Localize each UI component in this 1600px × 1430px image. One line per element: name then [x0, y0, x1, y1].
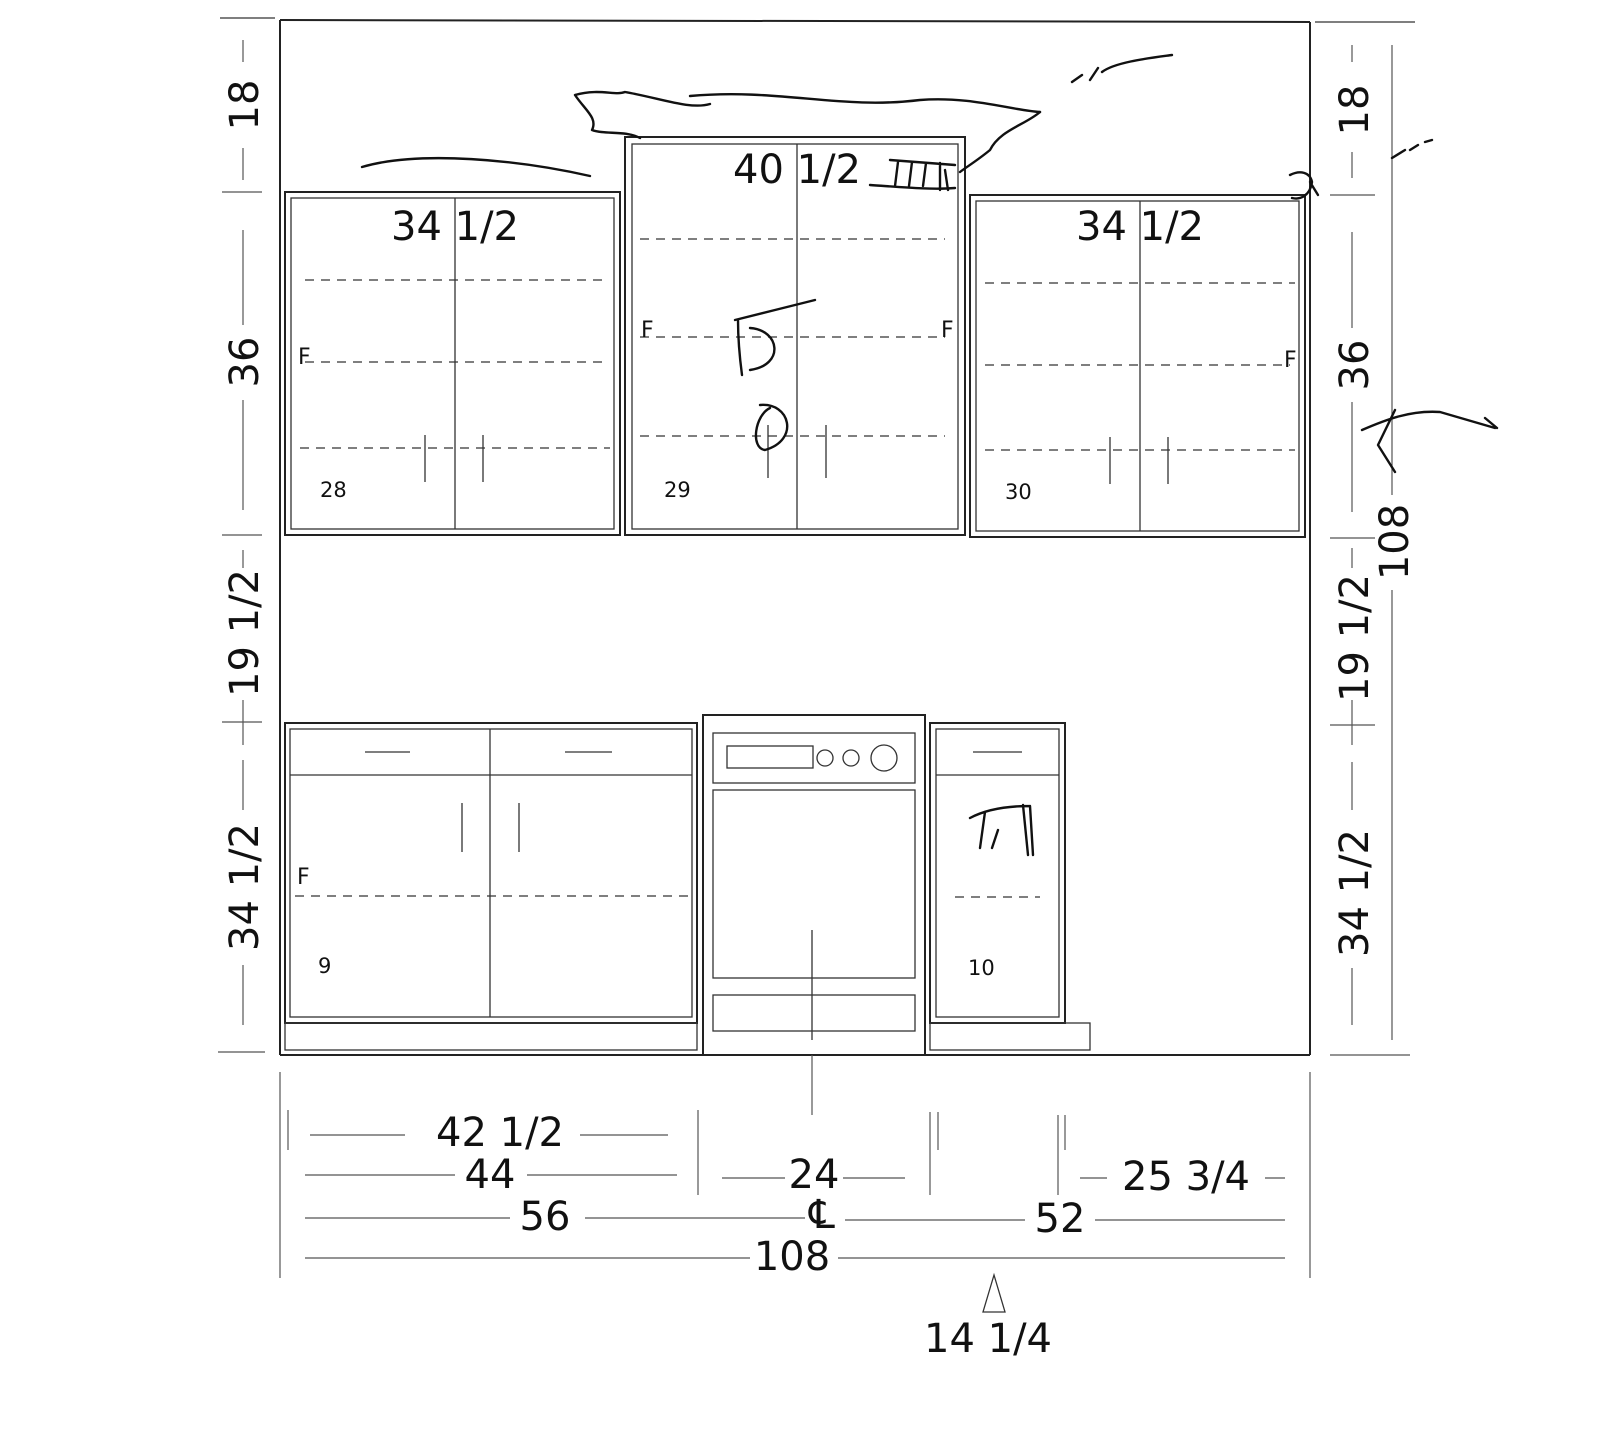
right-dim-gap: 19 1/2 — [1332, 574, 1378, 702]
right-dim-base: 34 1/2 — [1332, 829, 1378, 957]
wall-outline — [220, 17, 1415, 1056]
base-cabinet-9-number: 9 — [318, 954, 331, 978]
centerline-symbol: ℄ — [808, 1192, 835, 1238]
left-dim-gap: 19 1/2 — [222, 569, 268, 697]
base-cabinet-10-number: 10 — [968, 956, 995, 980]
handwritten-markup — [360, 53, 1499, 857]
upper-cabinet-29-filler-right: F — [941, 318, 954, 343]
upper-cabinet-30-number: 30 — [1005, 480, 1032, 504]
base-cabinet-9: F 9 — [284, 722, 698, 1051]
right-dimension-column: 18 36 19 1/2 34 1/2 108 — [1330, 45, 1418, 1056]
dishwasher — [702, 714, 926, 1056]
right-dim-overall: 108 — [1372, 504, 1418, 580]
bottom-dim-14-1-4: 14 1/4 — [924, 1316, 1052, 1362]
bottom-dim-42-1-2: 42 1/2 — [436, 1110, 564, 1156]
base-cabinet-10: 10 — [929, 722, 1091, 1051]
base-cabinet-9-filler: F — [297, 865, 310, 890]
bottom-dim-24: 24 — [789, 1152, 840, 1198]
upper-cabinet-30: 34 1/2 F 30 — [969, 194, 1306, 538]
upper-cabinet-30-width: 34 1/2 — [1076, 204, 1204, 250]
upper-cabinet-29: 40 1/2 F F 29 — [624, 136, 966, 536]
upper-cabinet-28: 34 1/2 F 28 — [284, 191, 621, 536]
bottom-dim-52: 52 — [1035, 1196, 1086, 1242]
left-dim-base: 34 1/2 — [222, 823, 268, 951]
upper-cabinet-28-filler: F — [298, 345, 311, 370]
upper-cabinet-28-number: 28 — [320, 478, 347, 502]
bottom-dim-44: 44 — [465, 1152, 516, 1198]
upper-cabinet-30-filler: F — [1284, 348, 1297, 373]
bottom-dim-overall-108: 108 — [754, 1234, 830, 1280]
upper-cabinet-29-width: 40 1/2 — [733, 147, 861, 193]
right-dim-upper: 36 — [1332, 340, 1378, 391]
bottom-dim-25-3-4: 25 3/4 — [1122, 1154, 1250, 1200]
bottom-dim-56: 56 — [520, 1194, 571, 1240]
left-dim-top: 18 — [222, 80, 268, 131]
upper-cabinet-29-filler-left: F — [641, 318, 654, 343]
bottom-dimension-row: 42 1/2 44 56 24 ℄ 52 25 3/4 108 14 1/4 — [279, 1055, 1311, 1362]
upper-cabinet-29-number: 29 — [664, 478, 691, 502]
right-dim-top: 18 — [1332, 85, 1378, 136]
left-dim-upper: 36 — [222, 337, 268, 388]
left-dimension-column: 18 36 19 1/2 34 1/2 — [218, 40, 268, 1053]
upper-cabinet-28-width: 34 1/2 — [391, 204, 519, 250]
